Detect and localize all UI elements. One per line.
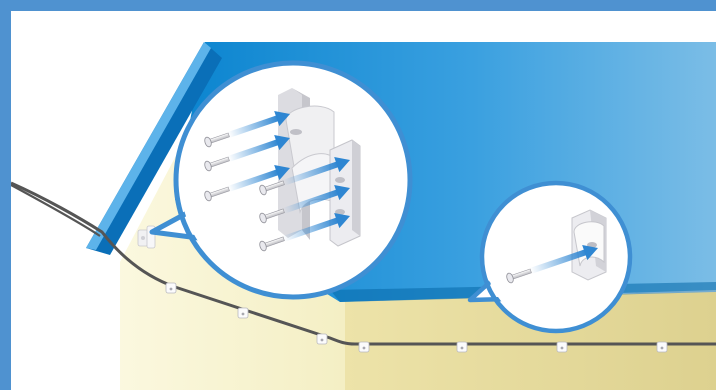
insert-arrow-icon xyxy=(227,110,291,138)
cable-clip-icon xyxy=(456,341,468,353)
cable-clip-icon xyxy=(656,341,668,353)
insert-arrow-icon xyxy=(282,213,350,242)
cable-clip-icon xyxy=(237,307,249,319)
house-side-wall xyxy=(345,292,716,390)
cable-clip-icon xyxy=(316,333,328,345)
zoom-callout-single-clip xyxy=(467,180,633,334)
screw-icon xyxy=(259,157,350,196)
single-clip-icon xyxy=(571,209,607,281)
roof-gable-edge-highlight xyxy=(86,42,211,250)
cable xyxy=(11,181,716,346)
insert-arrow-icon xyxy=(282,157,350,186)
bracket-screws xyxy=(204,110,350,252)
screw-icon xyxy=(204,110,291,148)
insert-arrow-icon xyxy=(227,134,291,162)
cable-clips xyxy=(165,282,668,353)
clip-screw xyxy=(506,244,598,284)
screw-icon xyxy=(259,213,350,252)
cable-clip-icon xyxy=(556,341,568,353)
cable-clip-icon xyxy=(358,341,370,353)
screw-icon xyxy=(506,244,598,284)
insert-arrow-icon xyxy=(227,164,291,192)
zoom-callout-double-bracket xyxy=(149,60,413,300)
insert-arrow-icon xyxy=(529,244,598,274)
insert-arrow-icon xyxy=(282,185,350,214)
cable-clip-icon xyxy=(165,282,177,294)
screw-icon xyxy=(204,164,291,202)
screw-icon xyxy=(204,134,291,172)
screw-icon xyxy=(259,185,350,224)
cable-secondary xyxy=(11,184,101,237)
